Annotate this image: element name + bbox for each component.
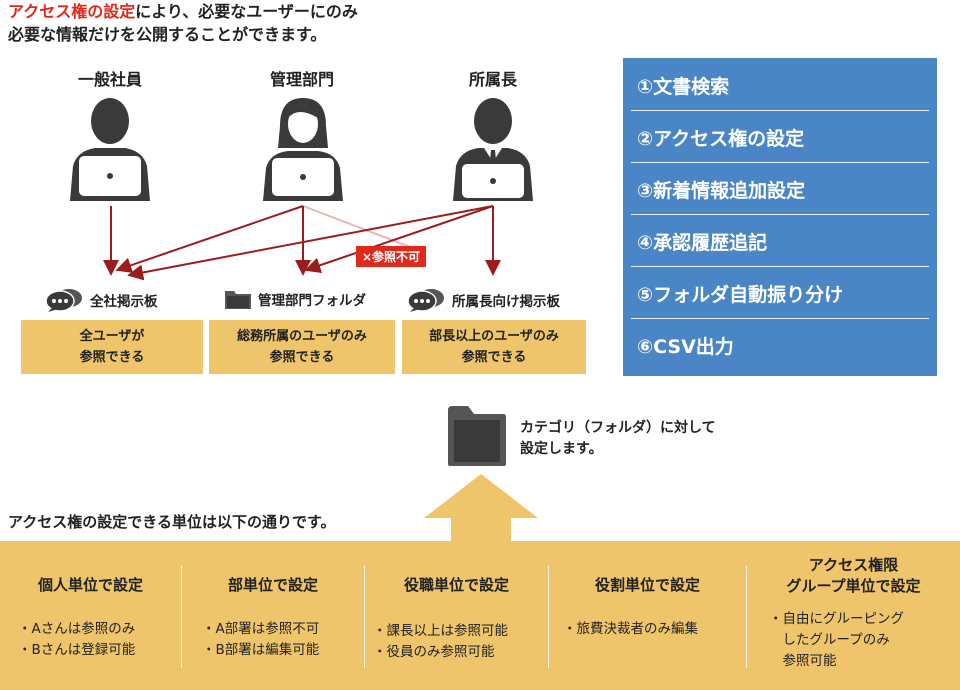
category-folder-icon	[448, 406, 506, 466]
column-divider	[746, 566, 747, 668]
board-managers-label: 所属長向け掲示板	[452, 294, 560, 310]
feature-item: ⑥CSV出力	[637, 336, 734, 358]
column-divider	[548, 566, 549, 668]
folder-note-line2: 設定します。	[520, 441, 603, 457]
unit-position-title: 役職単位で設定	[403, 576, 509, 594]
unit-department-body: ・A部署は参照不可 ・B部署は編集可能	[202, 619, 319, 661]
board-managers-desc-line1: 部長以上のユーザのみ	[429, 329, 559, 344]
column-divider	[181, 566, 182, 668]
feature-item: ①文書検索	[631, 60, 929, 111]
board-admin-desc-line1: 総務所属のユーザのみ	[237, 329, 367, 344]
headline-highlight: アクセス権の設定	[8, 2, 136, 21]
board-company-desc-line2: 参照できる	[79, 350, 145, 365]
access-arrows	[103, 205, 501, 281]
unit-item: ・Bさんは登録可能	[18, 642, 136, 658]
board-admin-folder-label: 管理部門フォルダ	[258, 293, 366, 309]
board-company-desc: 全ユーザが 参照できる	[21, 320, 203, 374]
unit-role-title: 役割単位で設定	[594, 576, 700, 594]
unit-group-title-line1: アクセス権限	[808, 556, 899, 574]
feature-list-panel: ①文書検索 ②アクセス権の設定 ③新着情報追加設定 ④承認履歴追記 ⑤フォルダ自…	[623, 58, 937, 376]
unit-group-title-line2: グループ単位で設定	[786, 577, 921, 595]
unit-group: アクセス権限 グループ単位で設定 ・自由にグルーピング したグループのみ 参照可…	[747, 541, 960, 690]
headline-line2: 必要な情報だけを公開することができます。	[8, 25, 327, 44]
folder-note: カテゴリ（フォルダ）に対して 設定します。	[520, 418, 716, 460]
unit-item: したグループのみ	[769, 632, 890, 648]
unit-individual-body: ・Aさんは参照のみ ・Bさんは登録可能	[18, 619, 135, 661]
headline: アクセス権の設定により、必要なユーザーにのみ 必要な情報だけを公開することができ…	[8, 0, 358, 46]
unit-item: ・Aさんは参照のみ	[18, 621, 136, 637]
man-at-laptop-icon	[70, 98, 150, 201]
manager-with-tie-at-laptop-icon	[453, 98, 533, 201]
unit-group-title: アクセス権限 グループ単位で設定	[747, 555, 960, 597]
access-units-band	[0, 541, 960, 690]
unit-item: ・課長以上は参照可能	[373, 623, 508, 639]
board-admin-desc-line2: 参照できる	[269, 350, 335, 365]
unit-item: ・自由にグルーピング	[769, 611, 904, 627]
unit-item: 参照可能	[769, 653, 837, 669]
unit-department: 部単位で設定 ・A部署は参照不可 ・B部署は編集可能	[182, 541, 364, 690]
board-managers-desc: 部長以上のユーザのみ 参照できる	[402, 320, 586, 374]
folder-note-line1: カテゴリ（フォルダ）に対して	[520, 420, 716, 436]
unit-role-body: ・旅費決裁者のみ編集	[563, 619, 698, 640]
unit-item: ・旅費決裁者のみ編集	[563, 621, 698, 637]
no-access-badge: ×参照不可	[356, 246, 427, 267]
role-label-manager: 所属長	[468, 70, 517, 89]
board-company: 全社掲示板	[44, 288, 158, 312]
board-admin-folder: 管理部門フォルダ	[224, 288, 366, 310]
chat-bubbles-icon	[407, 289, 444, 312]
woman-at-laptop-icon	[263, 98, 343, 201]
up-arrow	[424, 474, 538, 544]
unit-department-title: 部単位で設定	[227, 576, 318, 594]
feature-item: ⑤フォルダ自動振り分け	[631, 268, 929, 319]
board-managers: 所属長向け掲示板	[406, 288, 560, 312]
unit-item: ・A部署は参照不可	[202, 621, 320, 637]
column-divider	[364, 566, 365, 668]
folder-icon	[225, 291, 251, 309]
role-label-admin-dept: 管理部門	[269, 70, 334, 89]
board-company-label: 全社掲示板	[90, 294, 158, 310]
headline-line1: により、必要なユーザーにのみ	[135, 2, 358, 21]
unit-individual-title: 個人単位で設定	[37, 576, 143, 594]
unit-item: ・役員のみ参照可能	[373, 644, 495, 660]
feature-item: ②アクセス権の設定	[631, 112, 929, 163]
unit-position-body: ・課長以上は参照可能 ・役員のみ参照可能	[373, 621, 508, 663]
unit-position: 役職単位で設定 ・課長以上は参照可能 ・役員のみ参照可能	[365, 541, 548, 690]
unit-individual: 個人単位で設定 ・Aさんは参照のみ ・Bさんは登録可能	[0, 541, 181, 690]
board-company-desc-line1: 全ユーザが	[79, 329, 145, 344]
unit-role: 役割単位で設定 ・旅費決裁者のみ編集	[549, 541, 746, 690]
feature-item: ④承認履歴追記	[631, 216, 929, 267]
unit-group-body: ・自由にグルーピング したグループのみ 参照可能	[769, 609, 904, 672]
board-managers-desc-line2: 参照できる	[461, 350, 527, 365]
unit-item: ・B部署は編集可能	[202, 642, 320, 658]
chat-bubbles-icon	[45, 289, 82, 312]
role-label-general-staff: 一般社員	[77, 70, 142, 89]
feature-item: ③新着情報追加設定	[631, 164, 929, 215]
board-admin-desc: 総務所属のユーザのみ 参照できる	[209, 320, 395, 374]
units-caption: アクセス権の設定できる単位は以下の通りです。	[8, 513, 336, 531]
